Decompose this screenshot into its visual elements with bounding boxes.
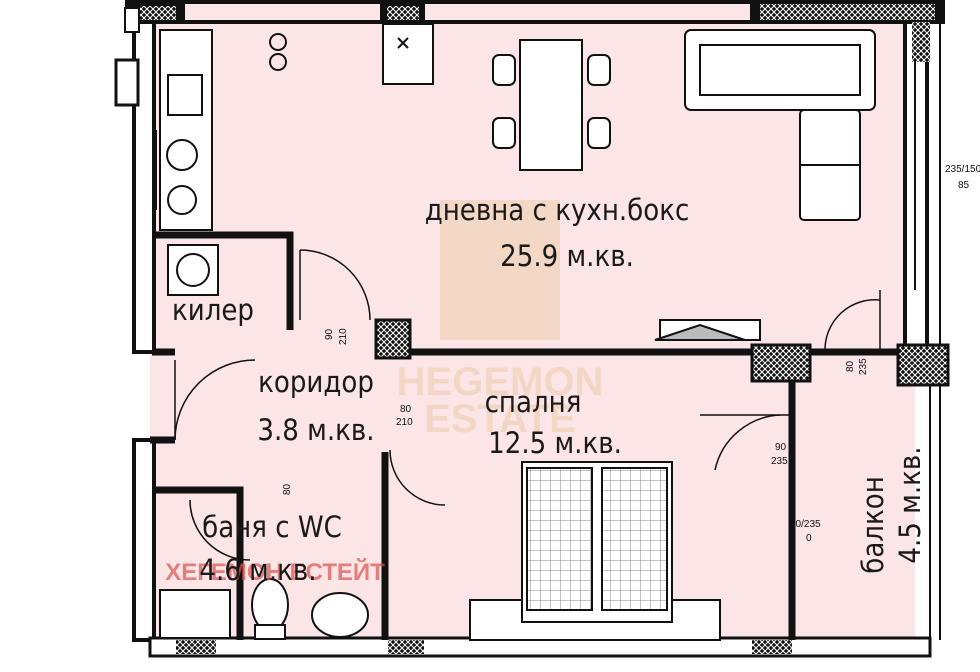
watermark-brand-cyr: ХЕГЕМОН ЕСТЕЙТ — [165, 558, 385, 586]
dim-door-balcony-w: 80 — [845, 360, 856, 372]
dim-door-bath: 80 — [282, 483, 293, 495]
room-labels: дневна с кухн.бокс 25.9 м.кв. килер кори… — [172, 193, 927, 587]
living-room-area: 25.9 м.кв. — [500, 239, 634, 273]
dim-window-bedroom-sub: 0 — [806, 533, 812, 544]
dim-door-bedroom-balcony-w: 90 — [775, 442, 787, 453]
balcony-name: балкон — [856, 476, 890, 574]
kitchen-fixtures — [159, 23, 434, 296]
dim-window-main: 235/150 — [945, 164, 980, 175]
watermark: HEGEMON ESTATE — [397, 200, 604, 441]
bathroom-name: баня с WC — [202, 510, 342, 544]
corridor-area: 3.8 м.кв. — [257, 413, 374, 447]
dim-window-main-sub: 85 — [958, 180, 970, 191]
dim-door-bedroom-h: 210 — [396, 417, 413, 428]
bedroom-name: спалня — [485, 385, 582, 419]
bathroom-fixtures — [159, 578, 369, 640]
dim-door-pantry-h: 210 — [338, 328, 349, 345]
balcony-area: 4.5 м.кв. — [893, 446, 927, 563]
bedroom-area: 12.5 м.кв. — [488, 426, 622, 460]
dim-door-bedroom-w: 80 — [400, 404, 412, 415]
sofa — [684, 29, 876, 221]
exterior-walls — [114, 0, 945, 658]
corridor-name: коридор — [258, 365, 374, 399]
interior-walls — [150, 231, 910, 640]
living-room-name: дневна с кухн.бокс — [425, 193, 690, 227]
pantry-name: килер — [172, 293, 254, 327]
dim-door-pantry-w: 90 — [324, 328, 335, 340]
watermark-brand-top: HEGEMON — [397, 360, 604, 404]
watermark-brand-bottom: ESTATE — [424, 397, 576, 441]
dim-window-bedroom: 90/235 — [790, 519, 821, 530]
bed — [469, 461, 721, 641]
dim-door-balcony-h: 235 — [858, 358, 869, 375]
tv-stand — [654, 319, 761, 341]
bathroom-area: 4.6 м.кв. — [199, 553, 316, 587]
dining-table — [492, 39, 611, 171]
balcony-railing — [914, 60, 931, 640]
door-swings — [174, 249, 881, 561]
dim-door-bedroom-balcony-h: 235 — [771, 456, 788, 467]
dimension-labels: 235/150 85 90 210 80 210 80 235 90 235 9… — [282, 164, 980, 544]
